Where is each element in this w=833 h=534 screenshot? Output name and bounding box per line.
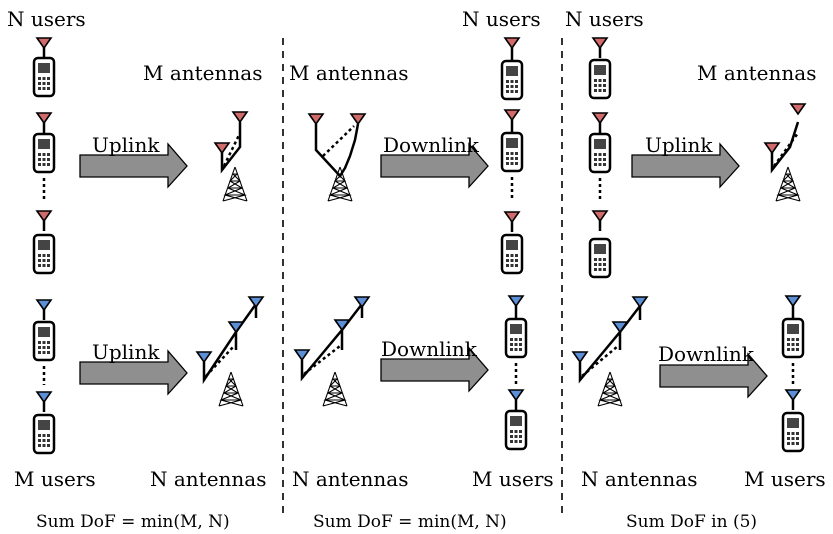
label-m-users: M users	[14, 467, 96, 491]
caption-sum-dof: Sum DoF in (5)	[626, 512, 757, 532]
arrow-icon	[79, 349, 188, 396]
antenna-icon	[503, 37, 521, 50]
label-n-users: N users	[565, 7, 644, 31]
base-station-top	[307, 113, 367, 202]
antenna-icon	[231, 111, 249, 124]
arrow-icon	[631, 142, 740, 189]
phone-icon	[32, 413, 56, 455]
tower-icon	[222, 166, 248, 202]
antenna-icon	[353, 296, 371, 309]
phone-icon	[588, 237, 612, 279]
antenna-icon	[571, 351, 589, 364]
arrow-label-uplink: Uplink	[645, 133, 713, 157]
antenna-icon	[631, 296, 649, 309]
antenna-icon	[507, 389, 525, 402]
arrow-icon	[380, 142, 489, 189]
phone-icon	[504, 409, 528, 451]
tower-icon	[327, 166, 353, 202]
antenna-icon	[784, 295, 802, 308]
user-stack-top	[32, 37, 56, 275]
label-m-antennas: M antennas	[289, 61, 408, 85]
antenna-icon	[35, 391, 53, 404]
arrow-icon	[659, 352, 768, 399]
phone-icon	[32, 132, 56, 174]
arrow-label-downlink: Downlink	[383, 133, 480, 157]
antenna-icon	[503, 211, 521, 224]
antenna-icon	[507, 295, 525, 308]
base-station-top	[213, 111, 249, 202]
tower-icon	[218, 371, 244, 407]
phone-icon	[500, 233, 524, 275]
antenna-icon	[35, 210, 53, 223]
user-stack-top	[588, 37, 612, 279]
panel-2: M antennas N users N antennas M users Su…	[289, 7, 554, 532]
label-m-users: M users	[472, 467, 554, 491]
label-m-antennas: M antennas	[143, 61, 262, 85]
antenna-icon	[307, 113, 325, 126]
phone-icon	[781, 411, 805, 453]
phone-icon	[500, 131, 524, 173]
antenna-icon	[227, 321, 245, 334]
antenna-icon	[789, 103, 807, 116]
antenna-icon	[503, 109, 521, 122]
label-m-users: M users	[744, 467, 826, 491]
antenna-icon	[591, 37, 609, 50]
caption-sum-dof: Sum DoF = min(M, N)	[313, 512, 507, 532]
antenna-icon	[35, 112, 53, 125]
antenna-icon	[611, 321, 629, 334]
arrow-label-downlink: Downlink	[381, 337, 478, 361]
arrow-label-downlink: Downlink	[658, 342, 755, 366]
antenna-icon	[35, 37, 53, 50]
arrow-icon	[79, 142, 188, 189]
label-n-antennas: N antennas	[581, 467, 697, 491]
phone-icon	[500, 59, 524, 101]
label-m-antennas: M antennas	[697, 61, 816, 85]
phone-icon	[32, 233, 56, 275]
base-station-bottom	[195, 296, 265, 407]
caption-sum-dof: Sum DoF = min(M, N)	[36, 512, 230, 532]
label-n-antennas: N antennas	[292, 467, 408, 491]
antenna-icon	[784, 389, 802, 402]
phone-icon	[588, 132, 612, 174]
antenna-icon	[35, 299, 53, 312]
antenna-icon	[293, 349, 311, 362]
base-station-top	[763, 103, 807, 202]
tower-icon	[322, 371, 348, 407]
panel-1: N users M antennas M users N antennas Su…	[7, 7, 266, 532]
user-stack-bottom	[32, 299, 56, 455]
phone-icon	[32, 320, 56, 362]
antenna-icon	[195, 351, 213, 364]
user-stack-bottom	[504, 295, 528, 451]
phone-icon	[32, 56, 56, 98]
label-n-users: N users	[7, 7, 86, 31]
phone-icon	[588, 58, 612, 100]
phone-icon	[504, 317, 528, 359]
label-n-antennas: N antennas	[150, 467, 266, 491]
base-station-bottom	[571, 296, 649, 407]
antenna-icon	[247, 296, 265, 309]
antenna-icon	[333, 319, 351, 332]
tower-icon	[775, 166, 801, 202]
label-n-users: N users	[462, 7, 541, 31]
antenna-icon	[763, 142, 781, 155]
arrow-icon	[380, 346, 489, 393]
antenna-icon	[591, 112, 609, 125]
antenna-icon	[213, 142, 231, 155]
arrow-label-uplink: Uplink	[92, 133, 160, 157]
user-stack-bottom	[781, 295, 805, 453]
user-stack-top	[500, 37, 524, 275]
base-station-bottom	[293, 296, 371, 407]
arrow-label-uplink: Uplink	[92, 340, 160, 364]
antenna-icon	[591, 210, 609, 223]
antenna-icon	[349, 113, 367, 126]
tower-icon	[597, 371, 623, 407]
phone-icon	[781, 317, 805, 359]
panel-3: N users M antennas N antennas M users Su…	[565, 7, 826, 532]
